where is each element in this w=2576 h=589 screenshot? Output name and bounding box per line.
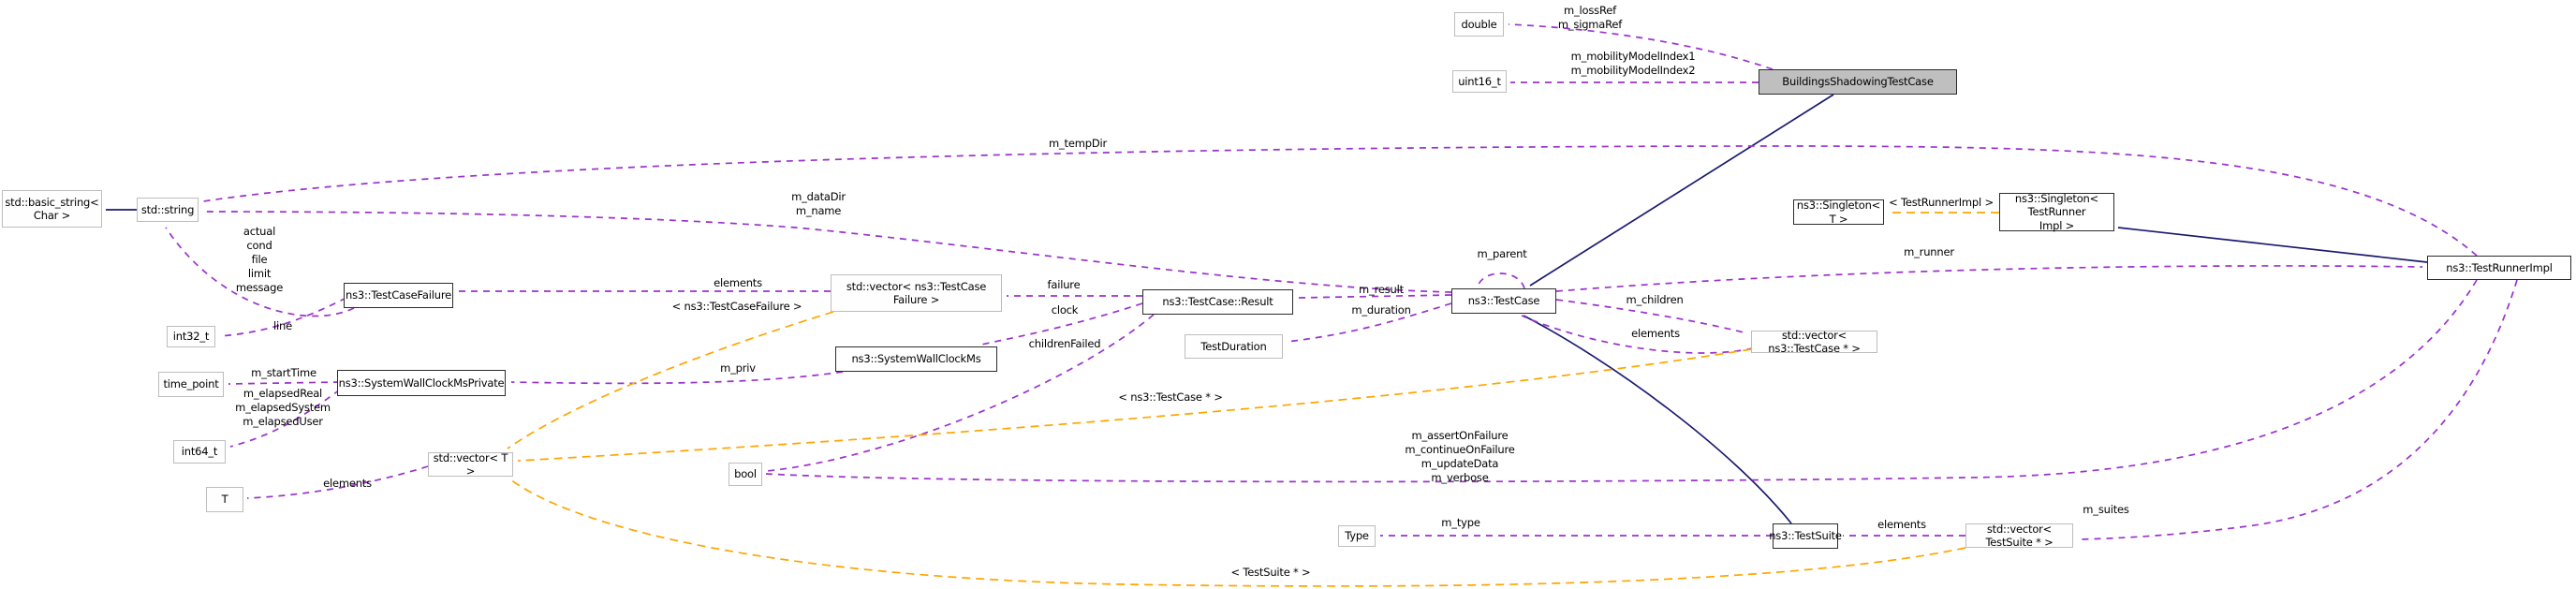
node-int32-t: int32_t [167,326,215,347]
edge-label-m-suites: m_suites [2083,503,2129,516]
edge-label-elements-tc: elements [1631,327,1680,340]
edge-label-runner-flags: m_assertOnFailure m_continueOnFailure m_… [1405,429,1515,484]
node-std-vector-testcasefailure: std::vector< ns3::TestCase Failure > [831,274,1002,312]
edge-m-runner [1555,265,2423,292]
edge-label-m-duration: m_duration [1351,303,1411,317]
node-std-vector-testcase-ptr: std::vector< ns3::TestCase * > [1751,329,1877,355]
node-uint16-t: uint16_t [1452,70,1507,93]
edge-label-template-singleton: < TestRunnerImpl > [1889,196,1994,209]
node-ns3-testsuite[interactable]: ns3::TestSuite [1769,523,1842,549]
edge-label-elements-ts: elements [1877,518,1926,531]
edge-m-datadir-name [202,211,1452,293]
edge-clock [980,302,1143,346]
edge-m-starttime [228,381,341,385]
edge-elements-t [246,465,429,499]
node-std-string: std::string [137,198,199,222]
edge-m-elapsed [229,389,341,448]
edge-label-lossref-sigmaref: m_lossRef m_sigmaRef [1557,4,1623,31]
edge-label-line: line [273,319,292,332]
edge-childrenfailed [766,314,1155,472]
node-bool: bool [729,463,762,486]
edge-m-parent-selfloop [1477,272,1525,289]
node-time-point: time_point [158,372,224,397]
edge-m-lossref [1508,23,1774,70]
edge-testcasefailure-strings [165,227,355,317]
edge-m-suites [2077,279,2518,540]
edge-elements-tc [1521,315,1754,354]
edge-label-template-tc: < ns3::TestCase * > [1118,390,1223,404]
edge-m-result [1297,294,1452,299]
node-ns3-testrunnerimpl[interactable]: ns3::TestRunnerImpl [2427,256,2571,280]
node-ns3-testcase-result[interactable]: ns3::TestCase::Result [1142,289,1293,315]
edge-m-duration [1286,302,1452,343]
node-t: T [206,487,243,512]
edge-label-m-starttime: m_startTime [251,366,316,379]
edge-label-clock: clock [1051,303,1079,317]
edge-label-m-result: m_result [1359,283,1404,296]
edge-label-elements-t: elements [323,477,372,490]
edge-m-children [1555,299,1748,334]
edge-label-template-ts: < TestSuite * > [1230,566,1311,579]
edge-line [218,297,347,337]
edge-label-template-tcf: < ns3::TestCaseFailure > [671,300,802,313]
edge-label-m-parent: m_parent [1477,247,1527,260]
node-std-vector-t: std::vector< T > [428,451,513,478]
node-ns3-singleton-testrunnerimpl[interactable]: ns3::Singleton< TestRunner Impl > [1999,192,2114,232]
edge-m-tempdir [202,145,2478,257]
node-ns3-systemwallclockms-private[interactable]: ns3::SystemWallClockMsPrivate [337,370,506,396]
edge-label-mobilitymodelindex: m_mobilityModelIndex1 m_mobilityModelInd… [1570,50,1696,77]
edge-m-priv [510,371,844,385]
edge-template-vector-tcf [507,311,834,449]
node-buildings-shadowing-test-case[interactable]: BuildingsShadowingTestCase [1759,69,1957,95]
edge-inherit-testrunnerimpl-to-singleton [2117,227,2428,263]
node-int64-t: int64_t [173,440,226,464]
edge-label-childrenfailed: childrenFailed [1028,337,1101,350]
edge-label-elapsed: m_elapsedReal m_elapsedSystem m_elapsedU… [235,387,331,428]
node-std-basic-string: std::basic_string< Char > [2,190,102,228]
edge-label-datadir-name: m_dataDir m_name [791,190,846,217]
edge-label-tempdir: m_tempDir [1048,137,1108,150]
edge-label-m-children: m_children [1626,293,1684,306]
edge-inherit-bstc-to-testcase [1529,94,1834,287]
edge-label-failure: failure [1047,278,1081,291]
edge-label-elements-tcf: elements [714,276,762,289]
edge-template-vector-ts [509,479,1966,587]
node-testduration: TestDuration [1185,334,1283,359]
edge-runner-flags [765,279,2478,483]
edge-inherit-testsuite-to-testcase [1523,315,1792,524]
edge-template-vector-tc [517,348,1752,462]
node-std-vector-testsuite-ptr: std::vector< TestSuite * > [1965,523,2073,549]
node-ns3-systemwallclockms[interactable]: ns3::SystemWallClockMs [835,346,997,372]
node-double: double [1454,12,1504,37]
node-ns3-singleton-t[interactable]: ns3::Singleton< T > [1793,199,1884,226]
node-type: Type [1338,525,1376,547]
edge-label-m-runner: m_runner [1904,245,1954,258]
node-ns3-testcase[interactable]: ns3::TestCase [1451,288,1556,314]
node-ns3-testcasefailure[interactable]: ns3::TestCaseFailure [344,283,453,308]
edge-label-failure-fields: actual cond file limit message [235,225,284,294]
edge-label-m-type: m_type [1441,516,1480,529]
edge-label-m-priv: m_priv [720,361,756,375]
